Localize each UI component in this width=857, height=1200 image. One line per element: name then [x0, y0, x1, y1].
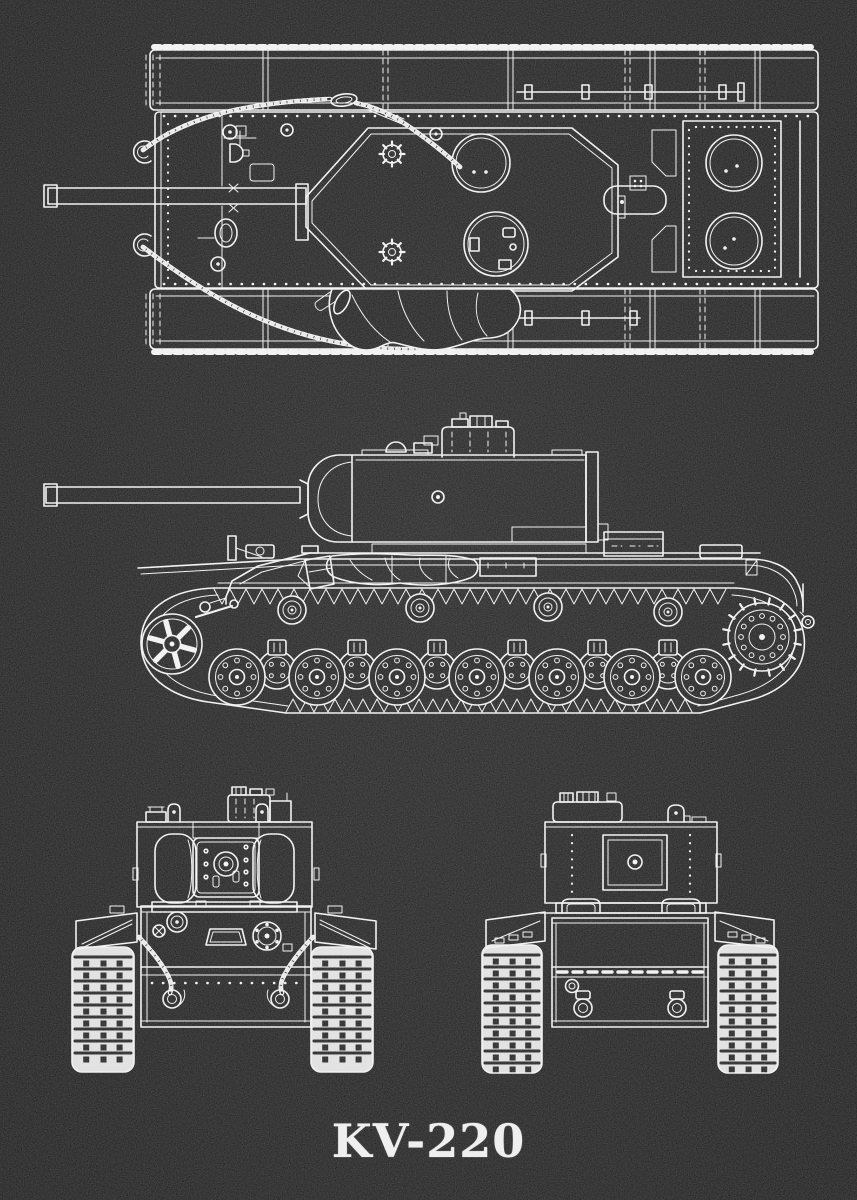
side-view-hull: [137, 531, 815, 629]
side-view-stowage: [297, 543, 587, 590]
rear-view-right-track: [717, 944, 779, 1074]
top-view-gun-barrel: [43, 184, 307, 208]
side-view-turret: [307, 412, 609, 543]
rear-view-turret: [540, 821, 722, 914]
poster-title: KV-220: [331, 1114, 526, 1168]
front-view-tow-cables: [139, 937, 313, 1009]
rear-view-cupola: [552, 791, 707, 823]
front-view-left-track: [71, 946, 135, 1073]
top-view-turret: [295, 127, 626, 292]
front-view-drawing: [71, 786, 377, 1073]
rear-view-left-track: [481, 944, 543, 1074]
top-view-engine-deck: [603, 120, 801, 278]
rear-view-drawing: [481, 791, 779, 1074]
rear-view-hull: [539, 912, 723, 1028]
top-view-drawing: [43, 44, 819, 355]
side-view-drawing: [43, 412, 815, 714]
side-view-gun-barrel: [43, 479, 309, 519]
top-view-upper-track: [145, 44, 819, 111]
front-view-right-track: [310, 946, 374, 1073]
side-view-running-gear: [140, 582, 806, 714]
front-view-hull: [140, 900, 312, 1028]
